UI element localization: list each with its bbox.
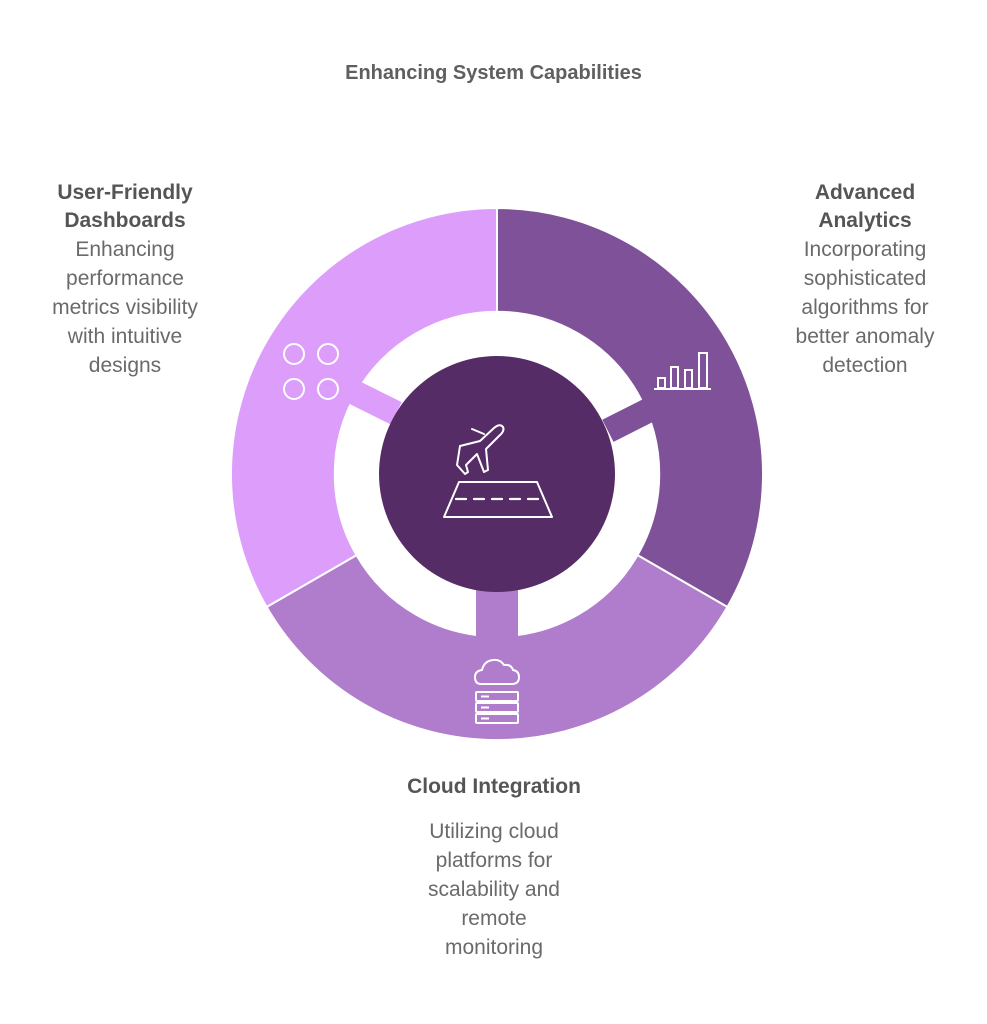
cloud-description-line: platforms for xyxy=(435,849,553,872)
airplane-runway-icon xyxy=(443,424,553,518)
analytics-description-line: algorithms for xyxy=(801,296,929,319)
dashboards-description: Enhancing performance metrics visibility… xyxy=(22,235,228,380)
analytics-heading-line: Analytics xyxy=(818,209,912,232)
analytics-description-line: better anomaly xyxy=(795,325,935,348)
cloud-description: Utilizing cloud platforms for scalabilit… xyxy=(378,817,610,962)
dashboard-grid-icon xyxy=(283,343,339,400)
dashboards-heading-line: User-Friendly xyxy=(57,181,193,204)
dashboards-heading: User-Friendly Dashboards xyxy=(22,179,228,235)
cloud-description-line: monitoring xyxy=(444,936,544,959)
connector-dashboards xyxy=(343,378,402,425)
analytics-description-line: detection xyxy=(822,354,908,377)
dashboards-text-block: User-Friendly Dashboards Enhancing perfo… xyxy=(22,179,228,380)
dashboards-description-line: metrics visibility xyxy=(52,296,198,319)
cloud-heading-line: Cloud Integration xyxy=(407,775,581,798)
cloud-description-line: Utilizing cloud xyxy=(429,820,559,843)
analytics-heading-line: Advanced xyxy=(814,181,916,204)
cloud-description-line: scalability and xyxy=(428,878,560,901)
diagram-title: Enhancing System Capabilities xyxy=(345,62,642,84)
cloud-text-block: Cloud Integration Utilizing cloud platfo… xyxy=(378,773,610,962)
cloud-description-line: remote xyxy=(461,907,527,930)
analytics-text-block: Advanced Analytics Incorporating sophist… xyxy=(770,179,960,380)
dashboards-description-line: with intuitive xyxy=(67,325,183,348)
dashboards-description-line: performance xyxy=(66,267,184,290)
center-circle xyxy=(379,356,615,592)
connector-analytics xyxy=(602,393,667,442)
analytics-description-line: Incorporating xyxy=(803,238,927,261)
analytics-heading: Advanced Analytics xyxy=(770,179,960,235)
cloud-server-icon xyxy=(474,658,520,724)
dashboards-heading-line: Dashboards xyxy=(64,209,186,232)
dashboards-description-line: designs xyxy=(88,354,162,377)
cloud-heading: Cloud Integration xyxy=(378,773,610,801)
analytics-description: Incorporating sophisticated algorithms f… xyxy=(770,235,960,380)
bar-chart-icon xyxy=(654,352,711,390)
connector-cloud xyxy=(476,590,518,640)
analytics-description-line: sophisticated xyxy=(803,267,927,290)
dashboards-description-line: Enhancing xyxy=(75,238,175,261)
